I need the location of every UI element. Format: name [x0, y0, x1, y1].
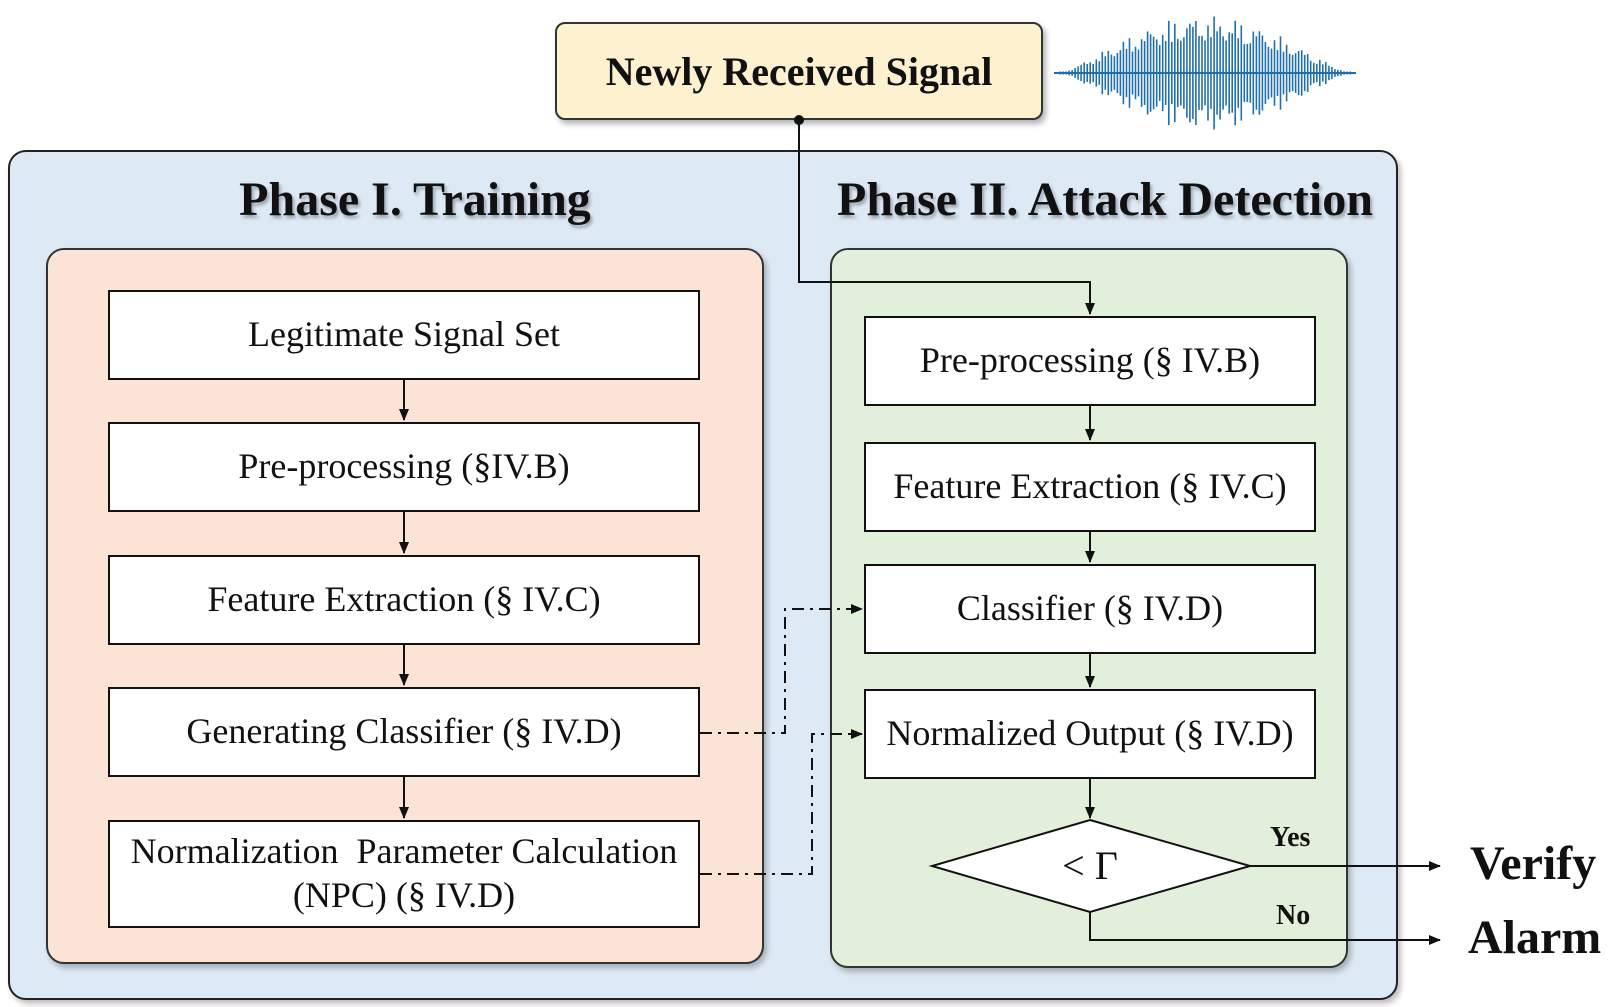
detection-step-pre-processing: Pre-processing (§ IV.B)	[864, 316, 1316, 406]
npc-line-2: (NPC) (§ IV.D)	[292, 875, 516, 915]
sound-wave-icon	[1054, 16, 1356, 130]
alarm-outcome: Alarm	[1468, 911, 1602, 964]
detection-phase-title: Phase II. Attack Detection	[837, 173, 1373, 226]
decision-threshold-label: < Γ	[1062, 843, 1118, 888]
npc-line-1: Normalization Parameter Calculation	[130, 831, 678, 872]
cross-phase-arrows	[700, 604, 863, 875]
training-step-generating-classifier: Generating Classifier (§ IV.D)	[108, 687, 700, 777]
training-step-legitimate-signal-set: Legitimate Signal Set	[108, 290, 700, 380]
verify-outcome: Verify	[1470, 837, 1597, 890]
yes-label: Yes	[1270, 822, 1311, 853]
training-step-feature-extraction: Feature Extraction (§ IV.C)	[108, 555, 700, 645]
training-step-pre-processing: Pre-processing (§IV.B)	[108, 422, 700, 512]
newly-received-signal-box: Newly Received Signal	[555, 22, 1043, 120]
no-label: No	[1276, 900, 1311, 931]
detection-step-feature-extraction: Feature Extraction (§ IV.C)	[864, 442, 1316, 532]
detection-step-classifier: Classifier (§ IV.D)	[864, 564, 1316, 654]
training-step-npc: Normalization Parameter Calculation (NPC…	[108, 820, 700, 928]
detection-step-normalized-output: Normalized Output (§ IV.D)	[864, 689, 1316, 779]
signal-to-detection-arrow	[794, 115, 1095, 315]
outcome-arrows	[1089, 861, 1441, 945]
training-phase-title: Phase I. Training	[239, 173, 591, 226]
